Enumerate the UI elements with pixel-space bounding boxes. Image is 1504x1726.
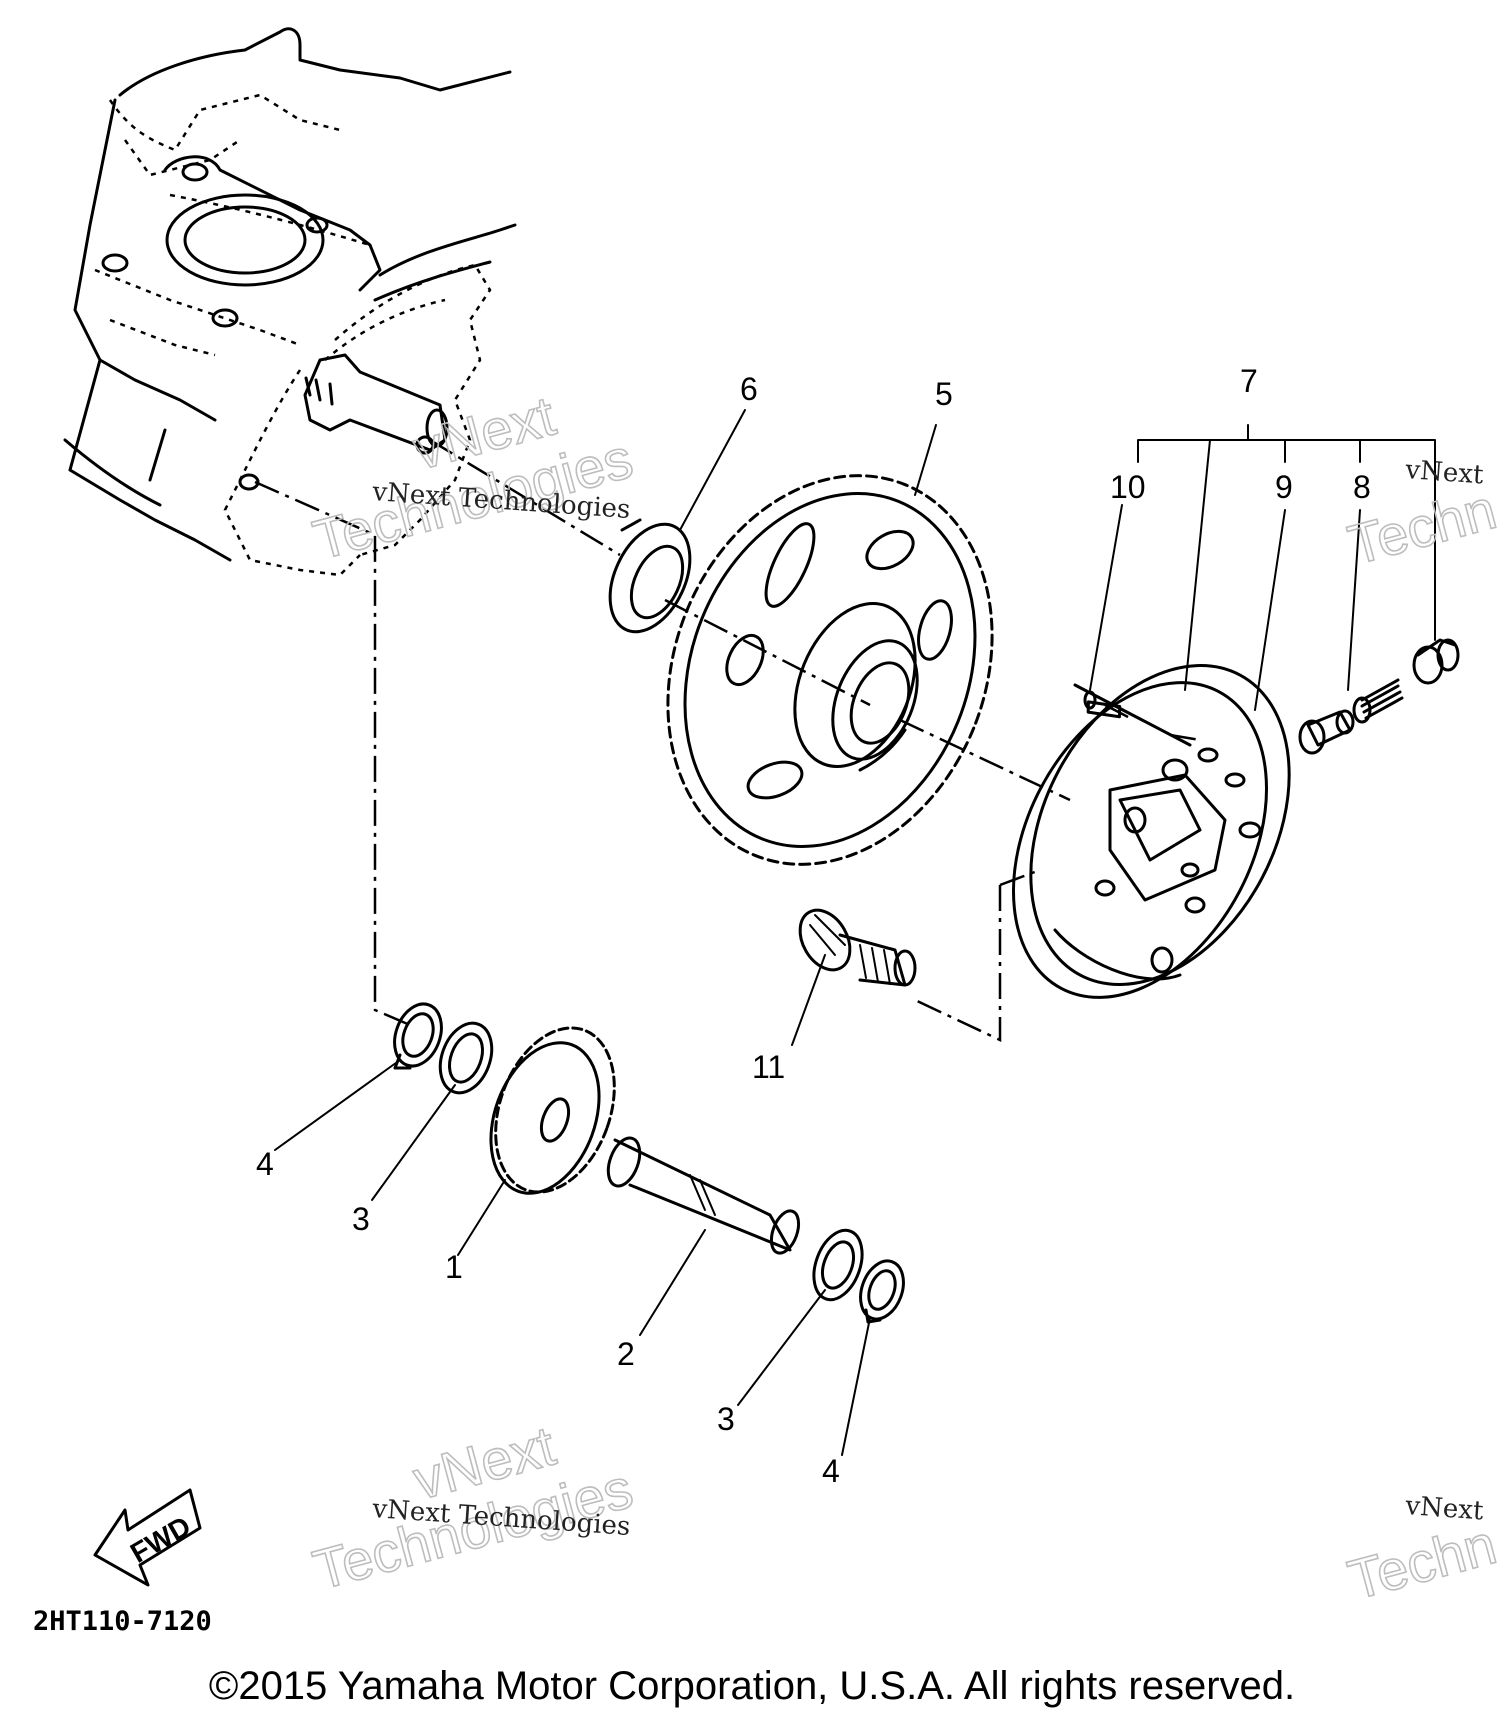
callout-9: 9 (1275, 469, 1293, 505)
callout-11: 11 (752, 1049, 785, 1085)
fwd-label: FWD (125, 1510, 196, 1569)
bolt-part-11 (798, 908, 917, 987)
callout-6: 6 (740, 371, 758, 407)
clutch-body-part-7 (1012, 663, 1291, 999)
callout-10: 10 (1110, 469, 1146, 505)
watermark-edge-bottom-big: Techn (1342, 1512, 1503, 1612)
lower-shaft-group (393, 1002, 905, 1324)
gear-part-5 (666, 474, 994, 866)
copyright-notice: ©2015 Yamaha Motor Corporation, U.S.A. A… (208, 1664, 1296, 1708)
fwd-arrow-icon: FWD (93, 1488, 202, 1587)
callout-1: 1 (445, 1249, 463, 1285)
watermarks: vNext Technologies vNext Technologies vN… (306, 383, 1503, 1613)
callout-7: 7 (1240, 363, 1258, 399)
watermark-edge-top-small: vNext (1404, 455, 1485, 490)
callout-3a: 3 (352, 1201, 370, 1237)
small-parts-8-9-10 (1083, 638, 1460, 755)
part-code: 2HT110-7120 (33, 1606, 212, 1637)
callout-3b: 3 (717, 1401, 735, 1437)
callout-8: 8 (1353, 469, 1371, 505)
watermark-edge-bottom-small: vNext (1404, 1491, 1485, 1526)
callout-labels: 1 2 3 3 4 4 5 6 7 8 9 10 11 (256, 363, 1371, 1489)
callout-4a: 4 (256, 1146, 274, 1182)
washer-part-6 (608, 518, 692, 634)
leader-lines (274, 409, 1436, 1456)
callout-5: 5 (935, 376, 953, 412)
callout-4b: 4 (822, 1453, 840, 1489)
engine-block (63, 27, 517, 577)
callout-2: 2 (617, 1336, 635, 1372)
